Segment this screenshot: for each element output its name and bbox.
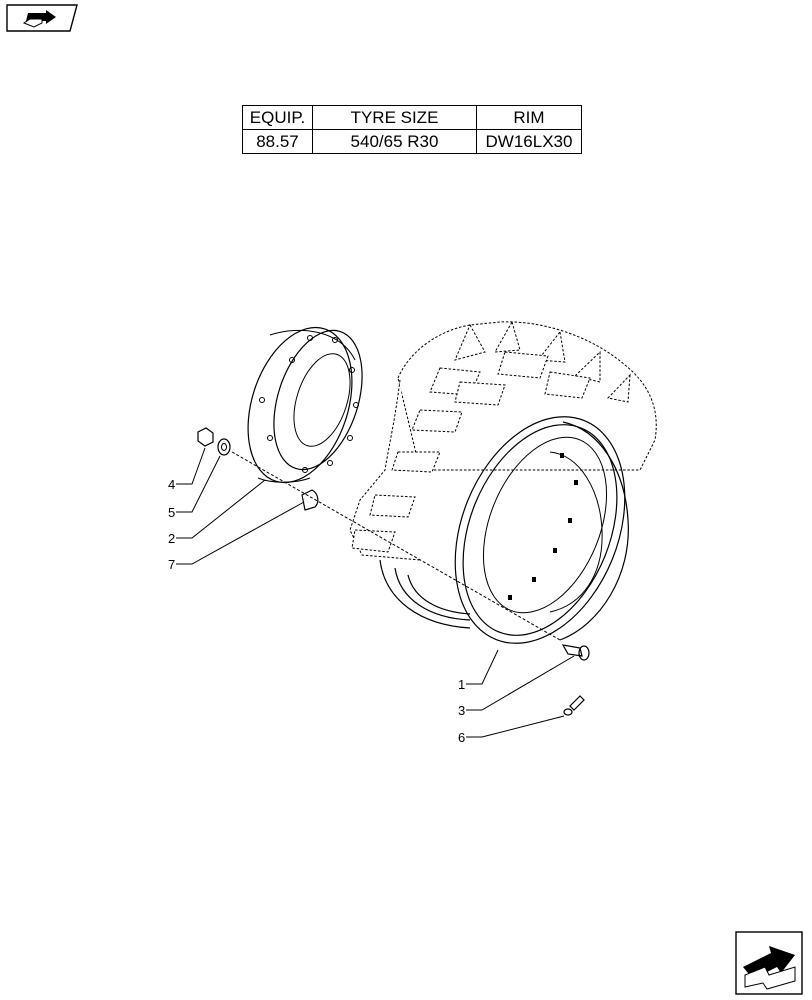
spacer[interactable]: [301, 489, 319, 511]
leader-lines: [176, 447, 575, 738]
callout-6: 6: [458, 730, 465, 745]
header-rim: RIM: [476, 105, 582, 130]
previous-page-button[interactable]: [6, 4, 78, 32]
callout-3: 3: [458, 703, 465, 718]
table-row: 88.57 540/65 R30 DW16LX30: [242, 129, 582, 154]
callout-4: 4: [168, 477, 175, 492]
arrow-forward-icon: [743, 946, 796, 990]
callout-7: 7: [168, 557, 175, 572]
next-page-button[interactable]: [735, 931, 803, 995]
cell-equip: 88.57: [242, 129, 313, 154]
cell-tyre-size: 540/65 R30: [312, 129, 477, 154]
callout-2: 2: [168, 531, 175, 546]
tyre[interactable]: [349, 320, 657, 629]
callout-5: 5: [168, 505, 175, 520]
rim[interactable]: [423, 391, 656, 668]
header-equip: EQUIP.: [242, 105, 313, 130]
wheel-centre-disc[interactable]: [230, 314, 379, 496]
arrow-back-icon: [22, 10, 56, 28]
specification-table: EQUIP. TYRE SIZE RIM 88.57 540/65 R30 DW…: [242, 105, 582, 154]
cell-rim: DW16LX30: [476, 129, 582, 154]
wheel-nut[interactable]: [197, 427, 214, 447]
callout-1: 1: [458, 677, 465, 692]
washer[interactable]: [217, 438, 231, 456]
tyre-valve[interactable]: [563, 695, 585, 716]
wheel-bolt[interactable]: [561, 644, 590, 661]
